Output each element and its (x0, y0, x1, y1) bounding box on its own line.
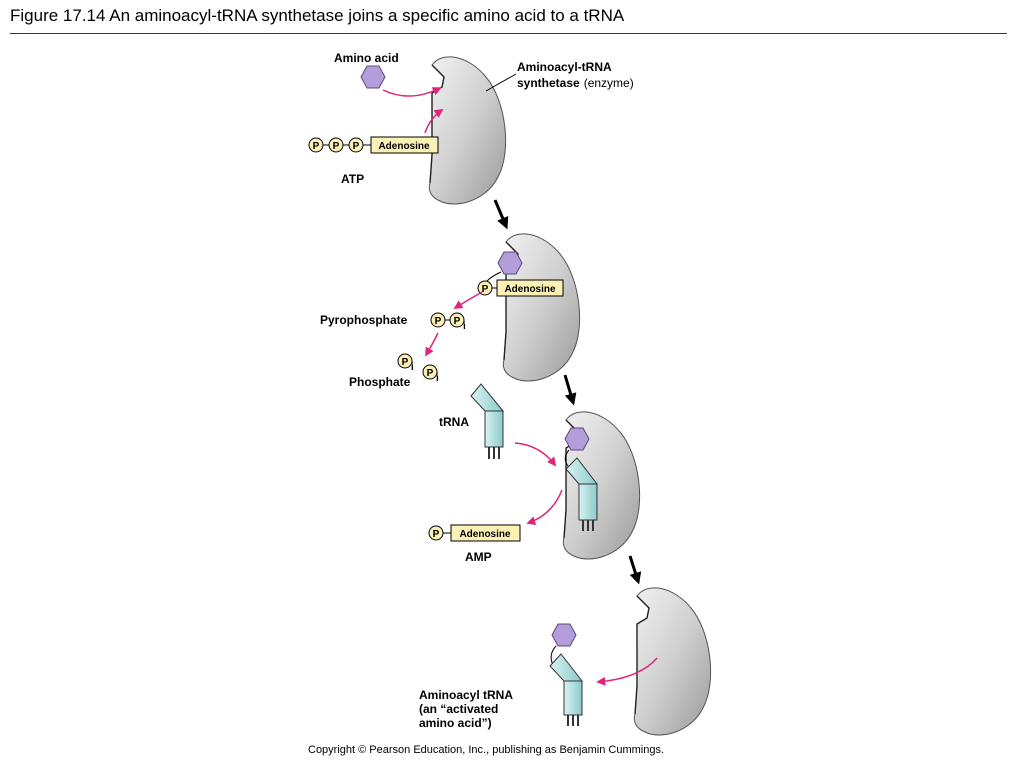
adenosine-label: Adenosine (504, 284, 556, 295)
figure-title: Figure 17.14 An aminoacyl-tRNA synthetas… (10, 6, 625, 25)
phosphate-symbol: P (433, 529, 440, 540)
amino-acid-hexagon (360, 65, 386, 89)
inorganic-subscript: i (463, 321, 466, 332)
adenosine-label: Adenosine (459, 529, 511, 540)
stage-2: P Adenosine Pyrophosphate P P i P i P i … (320, 233, 581, 389)
hydrolysis-arrow (425, 332, 439, 357)
inorganic-subscript: i (411, 362, 414, 373)
product-label-line3: amino acid”) (419, 716, 492, 730)
atp-molecule: P P P Adenosine (308, 136, 439, 154)
phosphate-circle (449, 312, 465, 328)
enzyme-4 (633, 587, 712, 736)
amino-acid-binding-arrow (382, 87, 442, 97)
phosphate-symbol: P (402, 357, 409, 368)
phosphate-symbol: P (435, 316, 442, 327)
stage-4: Aminoacyl tRNA (an “activated amino acid… (419, 587, 712, 736)
product-label-line2: (an “activated (419, 702, 498, 716)
phosphate-symbol: P (482, 284, 489, 295)
adenosine-label: Adenosine (378, 141, 430, 152)
adenosine-box (450, 524, 521, 542)
amino-acid-hexagon (551, 623, 577, 647)
enzyme-label-paren: (enzyme) (584, 76, 634, 90)
aminoacyl-trna (549, 645, 584, 726)
stage-3: tRNA P Adenosine AMP (428, 383, 641, 564)
phosphate-symbol: P (353, 141, 360, 152)
enzyme-1 (428, 56, 507, 205)
phosphate-circle (397, 353, 413, 369)
step-arrow-1 (493, 199, 509, 230)
pyrophosphate-release-arrow (453, 291, 483, 309)
phosphate-symbol: P (427, 368, 434, 379)
atp-binding-arrow (424, 109, 444, 134)
amp-molecule: P Adenosine (428, 524, 521, 542)
phosphate-symbol: P (313, 141, 320, 152)
bound-trna (564, 449, 599, 531)
enzyme-leader-line (485, 73, 517, 92)
step-arrow-3 (628, 555, 642, 585)
stage-1: Amino acid Aminoacyl-tRNA synthetase (enz… (308, 51, 634, 205)
adenosine-box (496, 279, 564, 297)
inorganic-subscript: i (436, 373, 439, 384)
pyrophosphate-label: Pyrophosphate (320, 313, 408, 327)
phosphate-label: Phosphate (349, 375, 411, 389)
phosphate-circle (422, 364, 438, 380)
enzyme-label-line1: Aminoacyl-tRNA (517, 60, 612, 74)
trna-binding-arrow (514, 442, 557, 467)
phosphate-symbol: P (333, 141, 340, 152)
amino-acid-hexagon (564, 427, 590, 451)
product-label-line1: Aminoacyl tRNA (419, 688, 513, 702)
amino-acid-label: Amino acid (334, 51, 399, 65)
amp-label: AMP (465, 550, 492, 564)
enzyme-label-line2: synthetase (enzyme) (517, 76, 634, 90)
atp-label: ATP (341, 172, 364, 186)
amp-release-arrow (526, 489, 563, 525)
trna-label: tRNA (439, 415, 469, 429)
step-arrow-2 (563, 374, 577, 406)
copyright-notice: Copyright © Pearson Education, Inc., pub… (308, 744, 664, 756)
phosphate-symbol: P (454, 316, 461, 327)
amino-acid-hexagon (497, 251, 523, 275)
product-release-arrow (596, 657, 658, 686)
adenosine-box (370, 136, 439, 154)
trna-molecule (470, 383, 505, 459)
enzyme-label-name: synthetase (517, 76, 580, 90)
title-rule (10, 33, 1007, 34)
